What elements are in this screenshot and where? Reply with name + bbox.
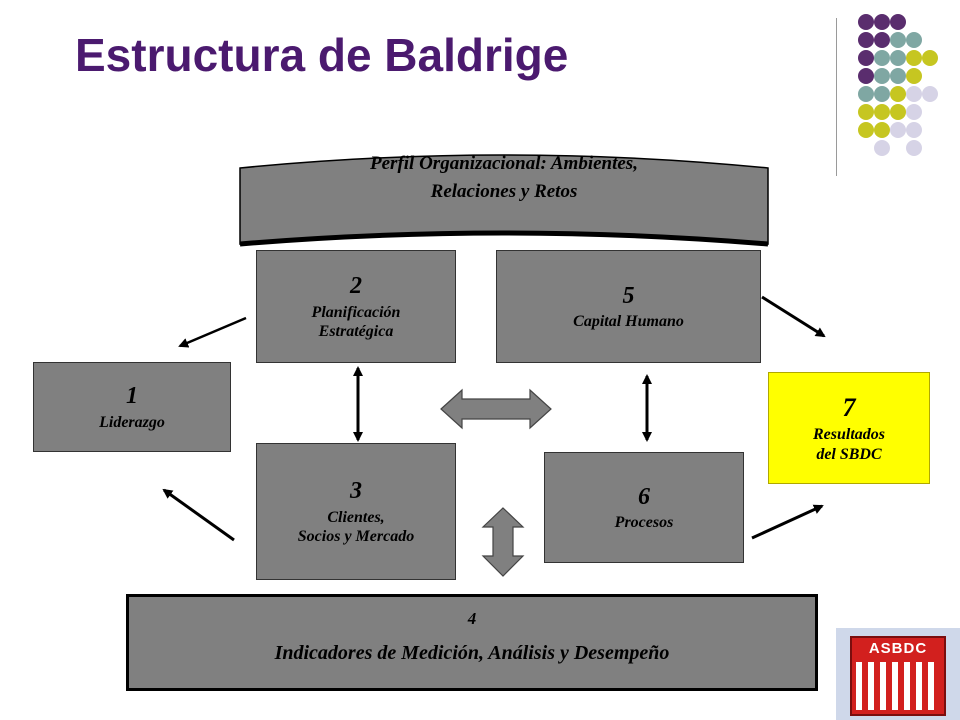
box-label-line1: Liderazgo — [99, 413, 165, 431]
box-leadership: 1 Liderazgo — [33, 362, 231, 452]
box-sbdc-results: 7 Resultados del SBDC — [768, 372, 930, 484]
box-human-capital: 5 Capital Humano — [496, 250, 761, 363]
box-measurement-analysis: 4 Indicadores de Medición, Análisis y De… — [126, 594, 818, 691]
box-label: Clientes, Socios y Mercado — [298, 508, 414, 546]
arrow-strategy-to-leadership — [178, 316, 247, 348]
asbdc-logo-icon: ASBDC — [836, 628, 960, 720]
profile-banner: Perfil Organizacional: Ambientes, Relaci… — [240, 150, 768, 205]
box-number: 3 — [350, 477, 362, 504]
block-arrow-vertical — [481, 507, 525, 577]
logo-text: ASBDC — [868, 640, 928, 657]
box-label: Liderazgo — [99, 413, 165, 432]
logo-stripes — [856, 662, 940, 710]
box-number: 7 — [842, 393, 856, 423]
box-label-line1: Resultados — [812, 426, 885, 444]
divider-line — [836, 18, 837, 176]
box-label-line2: Socios y Mercado — [297, 527, 415, 545]
box-number: 1 — [126, 383, 138, 409]
box-label-line1: Procesos — [614, 514, 674, 532]
box-strategic-planning: 2 Planificación Estratégica — [256, 250, 456, 363]
box-label-line1: Indicadores de Medición, Análisis y Dese… — [274, 642, 670, 665]
box-label-line1: Clientes, — [327, 508, 385, 526]
profile-banner-line2: Relaciones y Retos — [430, 180, 578, 202]
box-number: 2 — [350, 272, 362, 299]
logo-badge: ASBDC — [850, 636, 946, 716]
block-arrow-horizontal — [440, 388, 552, 430]
box-label-line1: Planificación — [311, 303, 401, 321]
box-label: Planificación Estratégica — [312, 303, 401, 341]
box-label: Resultados del SBDC — [813, 425, 885, 463]
box-processes: 6 Procesos — [544, 452, 744, 563]
box-number: 4 — [467, 609, 477, 628]
box-customers-partners-market: 3 Clientes, Socios y Mercado — [256, 443, 456, 580]
box-number: 5 — [622, 282, 635, 309]
arrow-workforce-to-results — [761, 295, 826, 338]
box-label-line2: Estratégica — [318, 322, 394, 340]
box-label: Capital Humano — [573, 312, 684, 331]
profile-banner-line1: Perfil Organizacional: Ambientes, — [370, 153, 638, 174]
dot-pattern — [858, 14, 938, 156]
box-label: Procesos — [615, 513, 674, 532]
box-label-line2: del SBDC — [816, 445, 882, 463]
arrow-customers-to-leadership — [162, 488, 235, 542]
box-label-line1: Capital Humano — [573, 313, 684, 331]
box-number: 6 — [638, 483, 650, 510]
box-label: Indicadores de Medición, Análisis y Dese… — [275, 641, 670, 665]
arrow-process-to-results — [751, 504, 824, 540]
slide-title: Estructura de Baldrige — [75, 29, 569, 81]
